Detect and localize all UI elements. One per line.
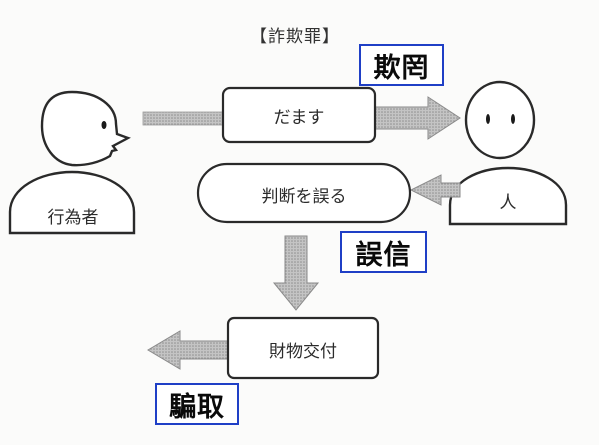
person-eye-icon bbox=[486, 114, 490, 124]
tag-mistaken-belief: 誤信 bbox=[340, 231, 427, 273]
actor-figure bbox=[8, 90, 136, 235]
arrow-person-to-misjudge bbox=[409, 174, 461, 206]
box-deliver bbox=[226, 316, 380, 380]
box-misjudge bbox=[196, 162, 412, 224]
actor-label: 行為者 bbox=[47, 208, 99, 228]
box-deceive-label: だます bbox=[273, 108, 325, 128]
person-eye-icon bbox=[511, 114, 515, 124]
arrow-deliver-to-actor bbox=[147, 330, 229, 370]
person-label: 人 bbox=[499, 193, 517, 213]
tag-deception: 欺罔 bbox=[359, 44, 444, 86]
box-deliver-label: 財物交付 bbox=[269, 342, 337, 362]
box-misjudge-label: 判断を誤る bbox=[261, 187, 347, 207]
box-deceive bbox=[221, 86, 377, 144]
arrow-misjudge-to-deliver bbox=[272, 235, 320, 311]
arrow-actor-to-box bbox=[142, 111, 224, 126]
diagram-title: 【詐欺罪】 bbox=[250, 27, 340, 47]
actor-eye-icon bbox=[101, 121, 107, 129]
person-figure bbox=[448, 80, 568, 226]
arrow-box-to-person bbox=[372, 96, 461, 140]
tag-fraudulent-taking: 騙取 bbox=[155, 383, 239, 425]
